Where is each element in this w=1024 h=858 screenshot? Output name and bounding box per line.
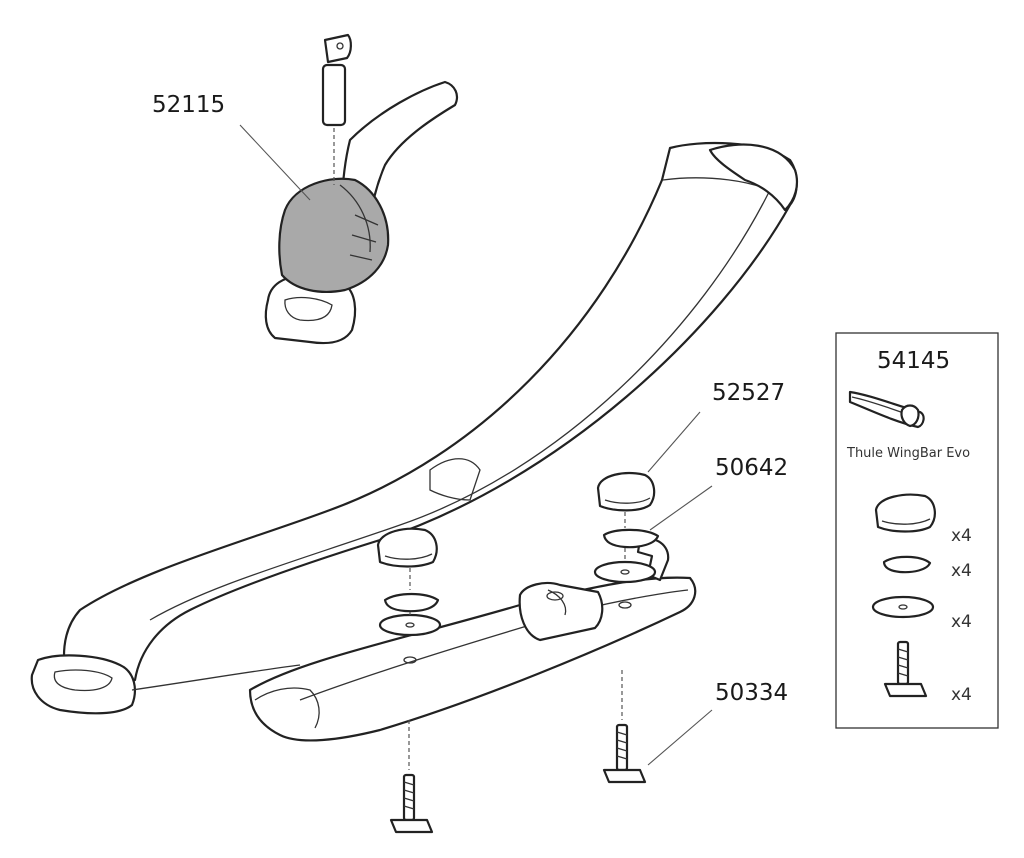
- kit-qty-knob: x4: [951, 526, 972, 546]
- label-lock: 52115: [152, 92, 225, 118]
- lock-assembly: [264, 33, 459, 345]
- kit-flat-washer-icon: [871, 595, 935, 619]
- kit-qty-flat-washer: x4: [951, 612, 972, 632]
- leader-lock: [239, 124, 311, 201]
- wingbar-icon: [848, 390, 925, 429]
- knob-left: [376, 527, 438, 568]
- kit-qty-shaped-washer: x4: [951, 561, 972, 581]
- t-bolt-left: [389, 720, 434, 834]
- kit-shaped-washer-icon: [882, 555, 932, 574]
- t-bolt-right: [602, 670, 647, 784]
- kit-knob-icon: [874, 493, 936, 533]
- knob-right: [596, 471, 656, 512]
- label-knob: 52527: [712, 380, 785, 406]
- kit-t-bolt-icon: [883, 640, 928, 698]
- washers: [378, 512, 660, 637]
- lock-cover: [278, 177, 390, 293]
- leader-washer: [649, 485, 713, 531]
- wheel-holder-arm: [30, 141, 799, 715]
- kit-bar-name: Thule WingBar Evo: [846, 446, 970, 461]
- leader-tbolt: [647, 709, 713, 766]
- kit-box: 54145 Thule WingBar Evo x4 x4 x4 x4: [835, 332, 999, 729]
- kit-qty-t-bolt: x4: [951, 685, 972, 705]
- leader-knob: [647, 411, 701, 473]
- label-washer: 50642: [715, 455, 788, 481]
- label-tbolt: 50334: [715, 680, 788, 706]
- kit-title: 54145: [877, 348, 950, 374]
